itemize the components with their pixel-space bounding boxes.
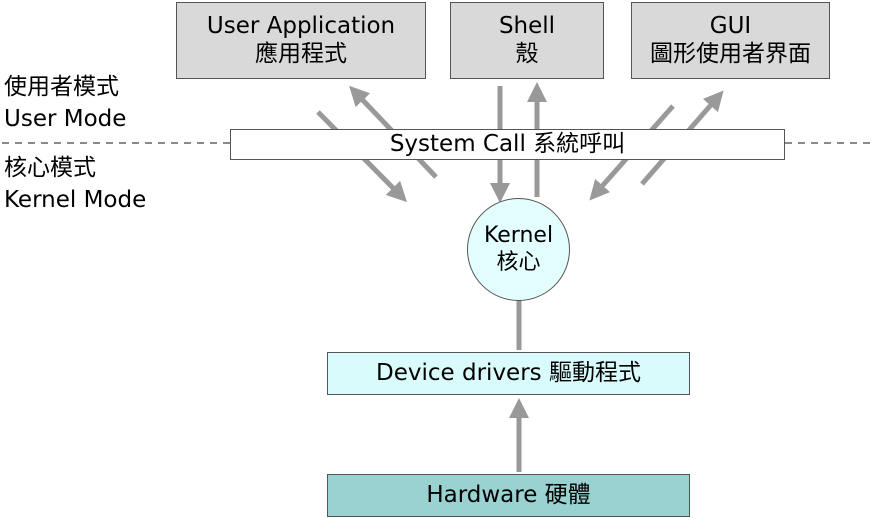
system-call-label: System Call 系統呼叫 [389, 130, 626, 157]
kernel-mode-label-en: Kernel Mode [4, 187, 147, 214]
kernel-mode-label-zh: 核心模式 [4, 155, 96, 181]
gui-subtitle: 圖形使用者界面 [650, 40, 811, 67]
user-mode-label-en: User Mode [4, 106, 127, 133]
hardware-label: Hardware 硬體 [426, 481, 591, 508]
system-call-bar: System Call 系統呼叫 [230, 129, 785, 160]
kernel-node: Kernel 核心 [467, 198, 570, 301]
gui-box: GUI 圖形使用者界面 [631, 2, 830, 79]
kernel-subtitle: 核心 [496, 249, 541, 275]
user-mode-label: 使用者模式 User Mode [4, 71, 126, 135]
gui-title: GUI [709, 12, 752, 39]
device-drivers-label: Device drivers 驅動程式 [376, 359, 641, 386]
hardware-box: Hardware 硬體 [327, 474, 690, 517]
shell-title: Shell [498, 12, 556, 39]
shell-subtitle: 殼 [515, 40, 539, 67]
user-application-box: User Application 應用程式 [176, 2, 426, 79]
kernel-mode-label: 核心模式 Kernel Mode [4, 152, 146, 216]
user-mode-label-zh: 使用者模式 [4, 74, 119, 100]
user-application-subtitle: 應用程式 [255, 40, 347, 67]
device-drivers-box: Device drivers 驅動程式 [327, 352, 690, 395]
user-application-title: User Application [206, 12, 396, 39]
kernel-title: Kernel [483, 223, 554, 249]
shell-box: Shell 殼 [450, 2, 604, 79]
